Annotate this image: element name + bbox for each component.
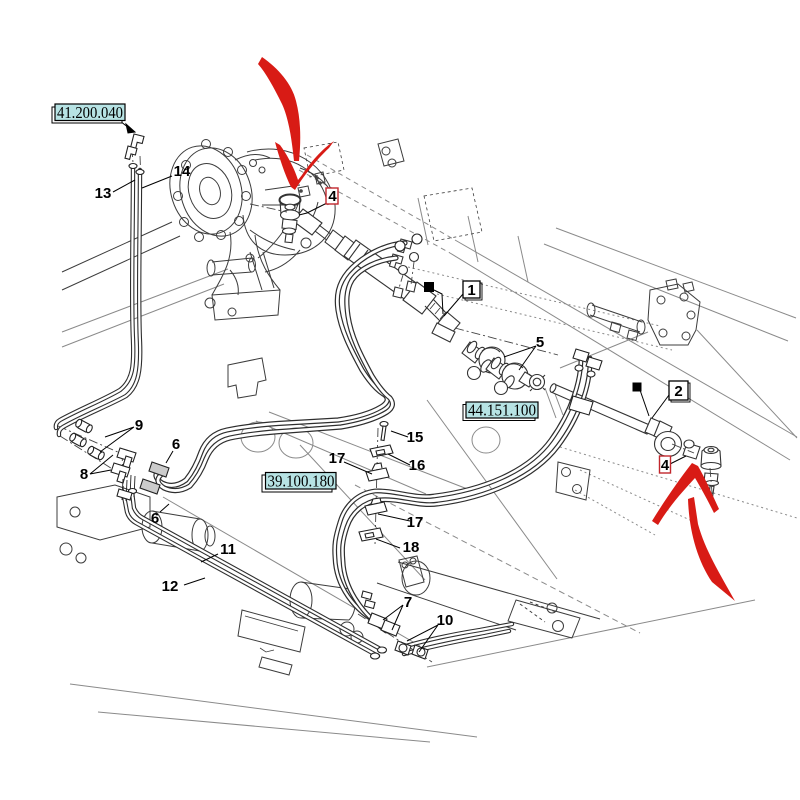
svg-text:8: 8 bbox=[80, 466, 88, 483]
svg-text:14: 14 bbox=[174, 163, 191, 180]
svg-text:39.100.180: 39.100.180 bbox=[268, 472, 335, 491]
svg-text:15: 15 bbox=[407, 429, 424, 446]
svg-text:7: 7 bbox=[404, 594, 412, 611]
svg-text:11: 11 bbox=[220, 541, 236, 558]
svg-text:18: 18 bbox=[403, 539, 420, 556]
svg-text:17: 17 bbox=[407, 514, 424, 531]
svg-text:44.151.100: 44.151.100 bbox=[468, 401, 536, 420]
svg-text:5: 5 bbox=[536, 334, 544, 351]
svg-text:4: 4 bbox=[661, 457, 670, 474]
svg-text:17: 17 bbox=[329, 450, 346, 467]
svg-text:2: 2 bbox=[674, 383, 682, 400]
svg-text:16: 16 bbox=[409, 457, 426, 474]
svg-text:9: 9 bbox=[135, 417, 143, 434]
svg-text:6: 6 bbox=[151, 510, 159, 527]
svg-text:41.200.040: 41.200.040 bbox=[57, 103, 123, 122]
svg-text:4: 4 bbox=[328, 188, 337, 205]
svg-text:13: 13 bbox=[95, 185, 112, 202]
svg-text:10: 10 bbox=[437, 612, 454, 629]
svg-text:6: 6 bbox=[172, 436, 180, 453]
svg-text:12: 12 bbox=[162, 578, 179, 595]
svg-text:1: 1 bbox=[467, 282, 475, 299]
